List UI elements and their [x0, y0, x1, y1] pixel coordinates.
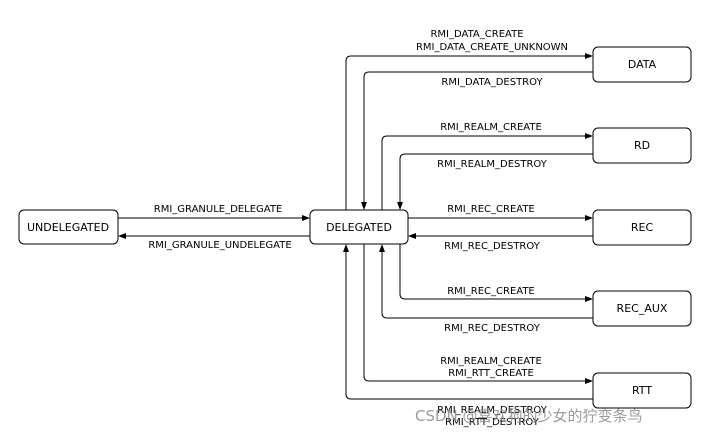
state-undelegated-label: UNDELEGATED: [27, 221, 109, 234]
arrowhead-rtt-create: [585, 378, 593, 384]
arrowhead-data-create: [585, 53, 593, 59]
arrowhead-rec-aux-create: [585, 296, 593, 302]
edge-rtt-create: [363, 244, 585, 382]
arrowhead-rec-create: [585, 215, 593, 221]
state-rd: RD: [592, 127, 692, 164]
edge-rec-aux-create: [399, 244, 585, 300]
state-rtt-label: RTT: [632, 384, 652, 397]
edge-data-create: [345, 55, 585, 210]
arrowhead-rtt-destroy: [343, 244, 349, 252]
arrowhead-data-destroy: [361, 202, 367, 210]
label-data-create-unknown: RMI_DATA_CREATE_UNKNOWN: [416, 42, 568, 53]
label-rec-destroy: RMI_REC_DESTROY: [444, 241, 541, 252]
state-delegated: DELEGATED: [309, 209, 409, 245]
label-rec-aux-destroy: RMI_REC_DESTROY: [444, 323, 541, 334]
edge-rec-aux-destroy: [381, 252, 593, 319]
label-data-create: RMI_DATA_CREATE: [430, 29, 523, 40]
state-rec-aux-label: REC_AUX: [617, 302, 668, 315]
arrowhead-granule-undelegate: [118, 233, 126, 239]
label-rtt-create: RMI_RTT_CREATE: [448, 368, 534, 379]
edge-data-destroy: [363, 71, 593, 202]
arrowhead-realm-destroy: [397, 202, 403, 210]
state-rec-label: REC: [631, 221, 654, 234]
label-rec-create: RMI_REC_CREATE: [447, 204, 535, 215]
state-undelegated: UNDELEGATED: [18, 209, 119, 245]
arrowhead-rec-aux-destroy: [379, 244, 385, 252]
state-data: DATA: [592, 46, 692, 83]
edge-realm-create: [381, 135, 585, 210]
label-rtt-realm-create: RMI_REALM_CREATE: [440, 356, 542, 367]
label-realm-destroy: RMI_REALM_DESTROY: [437, 159, 548, 170]
state-delegated-label: DELEGATED: [326, 221, 392, 234]
arrowhead-realm-create: [585, 133, 593, 139]
label-granule-undelegate: RMI_GRANULE_UNDELEGATE: [148, 240, 291, 251]
label-granule-delegate: RMI_GRANULE_DELEGATE: [154, 204, 283, 215]
state-rtt: RTT: [592, 372, 692, 409]
label-realm-create: RMI_REALM_CREATE: [440, 122, 542, 133]
state-rd-label: RD: [634, 139, 650, 152]
label-rtt-realm-destroy: RMI_REALM_DESTROY: [437, 405, 548, 416]
label-data-destroy: RMI_DATA_DESTROY: [441, 77, 543, 88]
state-rec: REC: [592, 209, 692, 246]
state-rec-aux: REC_AUX: [592, 290, 692, 327]
arrowhead-rec-destroy: [408, 233, 416, 239]
state-data-label: DATA: [628, 58, 657, 71]
label-rtt-destroy: RMI_RTT_DESTROY: [445, 417, 540, 428]
label-rec-aux-create: RMI_REC_CREATE: [447, 286, 535, 297]
watermark-text: CSDN @喜欢狗的少女的狞变条鸟: [415, 407, 643, 425]
arrowhead-granule-delegate: [302, 215, 310, 221]
edge-rtt-destroy: [345, 252, 593, 400]
edge-realm-destroy: [399, 153, 593, 202]
